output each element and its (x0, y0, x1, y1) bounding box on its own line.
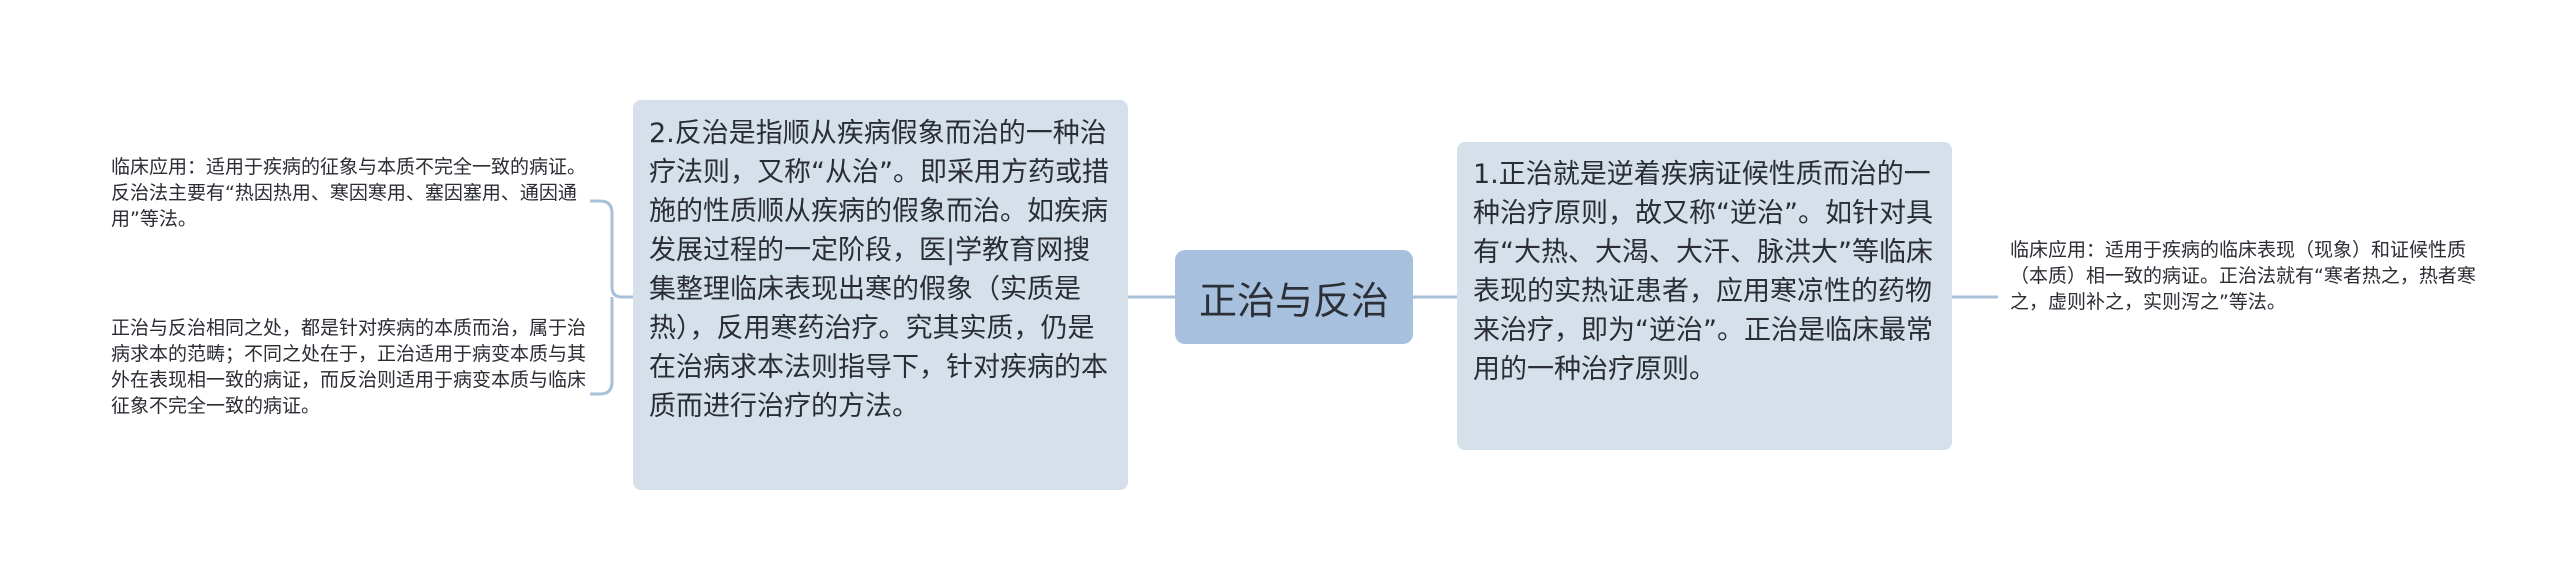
leaf-fanzhi-application-text: 临床应用：适用于疾病的征象与本质不完全一致的病证。反治法主要有“热因热用、寒因寒… (111, 156, 587, 230)
leaf-fanzhi-application[interactable]: 临床应用：适用于疾病的征象与本质不完全一致的病证。反治法主要有“热因热用、寒因寒… (111, 154, 591, 232)
leaf-zhengzhi-application[interactable]: 临床应用：适用于疾病的临床表现（现象）和证候性质（本质）相一致的病证。正治法就有… (2010, 237, 2490, 315)
center-topic[interactable]: 正治与反治 (1175, 250, 1413, 344)
branch-zhengzhi-text: 1.正治就是逆着疾病证候性质而治的一种治疗原则，故又称“逆治”。如针对具有“大热… (1473, 159, 1933, 385)
leaf-comparison[interactable]: 正治与反治相同之处，都是针对疾病的本质而治，属于治病求本的范畴；不同之处在于，正… (111, 315, 591, 419)
center-topic-label: 正治与反治 (1198, 278, 1389, 323)
branch-fanzhi-text: 2.反治是指顺从疾病假象而治的一种治疗法则，又称“从治”。即采用方药或措施的性质… (649, 118, 1109, 422)
branch-zhengzhi[interactable]: 1.正治就是逆着疾病证候性质而治的一种治疗原则，故又称“逆治”。如针对具有“大热… (1457, 142, 1952, 450)
leaf-comparison-text: 正治与反治相同之处，都是针对疾病的本质而治，属于治病求本的范畴；不同之处在于，正… (111, 317, 587, 417)
leaf-zhengzhi-application-text: 临床应用：适用于疾病的临床表现（现象）和证候性质（本质）相一致的病证。正治法就有… (2010, 239, 2476, 313)
connector-left-leaves (590, 199, 633, 396)
branch-fanzhi[interactable]: 2.反治是指顺从疾病假象而治的一种治疗法则，又称“从治”。即采用方药或措施的性质… (633, 100, 1128, 490)
